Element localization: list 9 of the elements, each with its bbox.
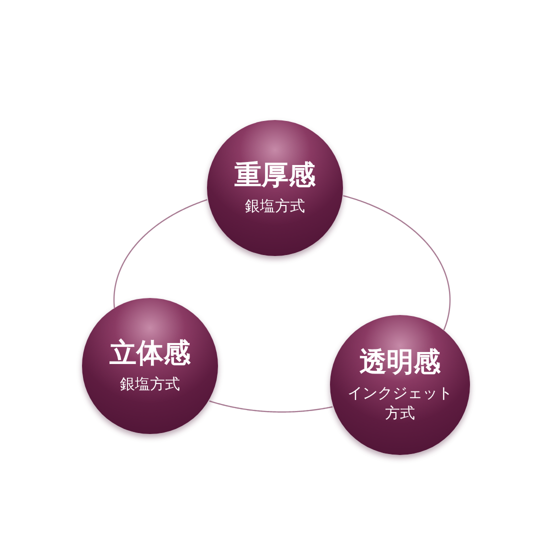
connector-arc [113,199,208,308]
connector-arc [343,195,451,330]
node-title: 重厚感 [234,160,316,192]
connector-arc [209,400,333,413]
node-title: 立体感 [110,338,190,370]
node-subtitle: 銀塩方式 [244,196,306,216]
node-subtitle: 銀塩方式 [119,374,181,394]
node-subtitle: インクジェット方式 [346,382,454,424]
node-title: 透明感 [360,346,440,379]
